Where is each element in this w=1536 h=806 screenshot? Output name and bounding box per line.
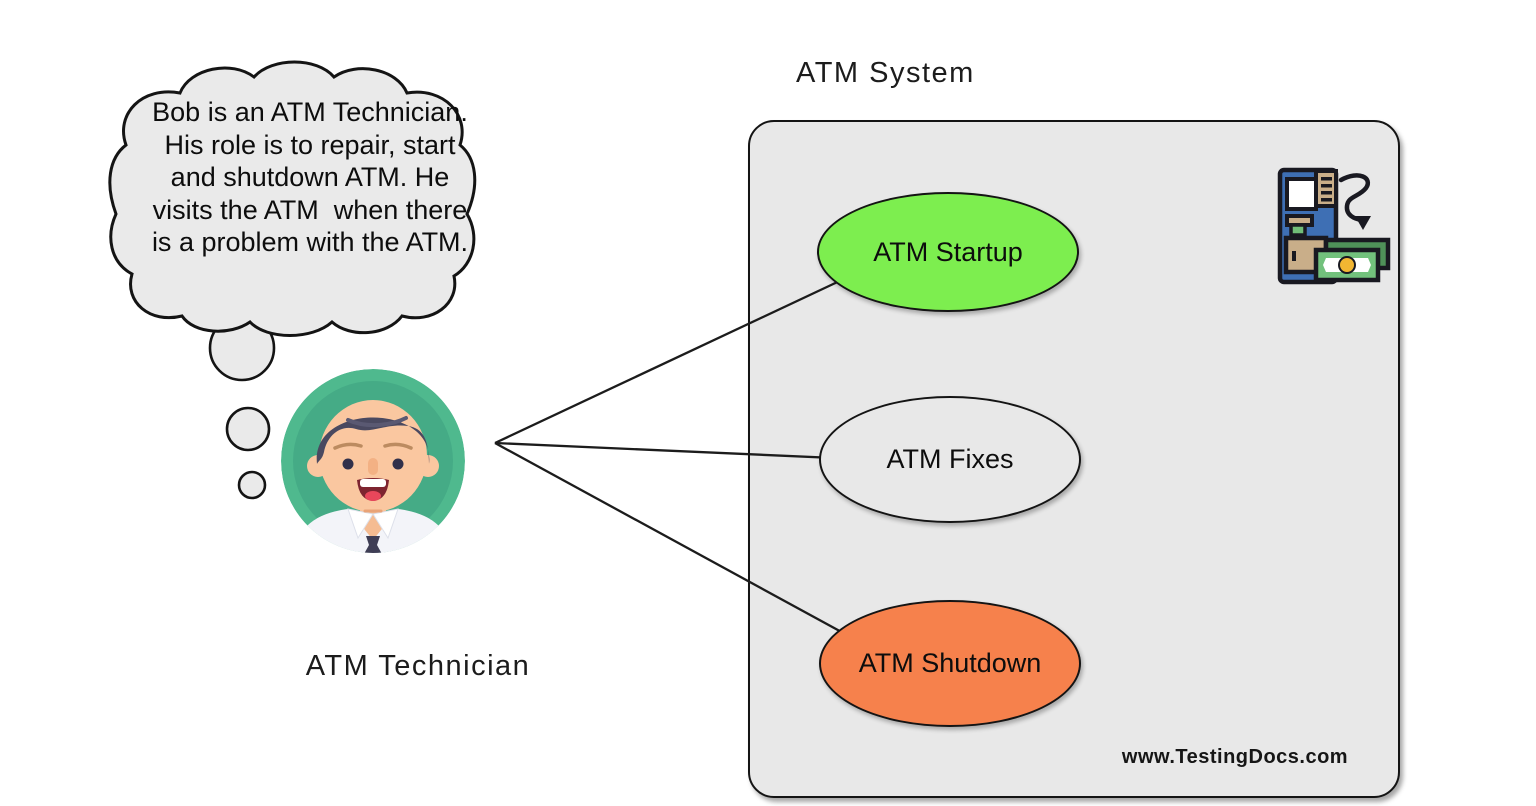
atm-door-handle [1292, 251, 1296, 261]
atm-slot [1321, 198, 1332, 202]
avatar-eye-left [342, 458, 354, 470]
avatar-shirt [294, 509, 452, 553]
avatar-tongue [365, 491, 381, 501]
thought-trail-circle-small [237, 470, 267, 500]
use-case-label: ATM Fixes [886, 444, 1014, 474]
use-case-atm-startup: ATM Startup [817, 192, 1079, 312]
banknote-coin [1338, 256, 1356, 274]
thought-trail-circle-medium [225, 406, 271, 452]
avatar-hair-highlight [346, 416, 408, 427]
atm-screen [1285, 177, 1318, 211]
atm-slot [1321, 191, 1332, 195]
thought-line: His role is to repair, start [164, 129, 456, 160]
atm-receipt [1289, 223, 1307, 237]
cash-flow-arrowhead [1355, 216, 1371, 230]
avatar-nose [368, 458, 378, 475]
association-line-fixes [494, 441, 881, 462]
thought-bubble-text: Bob is an ATM Technician. His role is to… [125, 96, 495, 259]
actor-avatar [281, 369, 465, 553]
atm-slot [1321, 184, 1332, 188]
avatar-teeth [360, 479, 386, 487]
avatar-brow-right [383, 442, 413, 450]
cash-flow-arrow [1338, 173, 1370, 223]
avatar-tie-knot [366, 536, 380, 545]
atm-slot [1321, 177, 1332, 181]
thought-line: is a problem with the ATM. [151, 227, 469, 257]
actor-label: ATM Technician [305, 650, 531, 682]
thought-bubble [108, 60, 477, 500]
association-line-startup [494, 260, 881, 445]
thought-cloud-shape [108, 60, 477, 337]
use-case-label: ATM Startup [873, 236, 1023, 267]
association-line-shutdown [494, 441, 881, 655]
atm-machine-icon [1277, 167, 1391, 285]
system-title: ATM System [796, 57, 975, 89]
thought-line: and shutdown ATM. He [170, 162, 450, 192]
avatar-collar-right [372, 508, 399, 540]
avatar-tie [364, 545, 382, 553]
avatar-collar-left [347, 508, 374, 540]
use-case-label: ATM Shutdown [858, 648, 1042, 678]
use-case-atm-shutdown: ATM Shutdown [819, 600, 1081, 727]
watermark: www.TestingDocs.com [1121, 746, 1349, 768]
thought-line: Bob is an ATM Technician. [152, 97, 468, 127]
thought-line: visits the ATM when there [152, 194, 468, 225]
use-case-atm-fixes: ATM Fixes [819, 396, 1081, 523]
avatar-brow-left [333, 442, 363, 450]
avatar-eye-right [392, 458, 404, 470]
